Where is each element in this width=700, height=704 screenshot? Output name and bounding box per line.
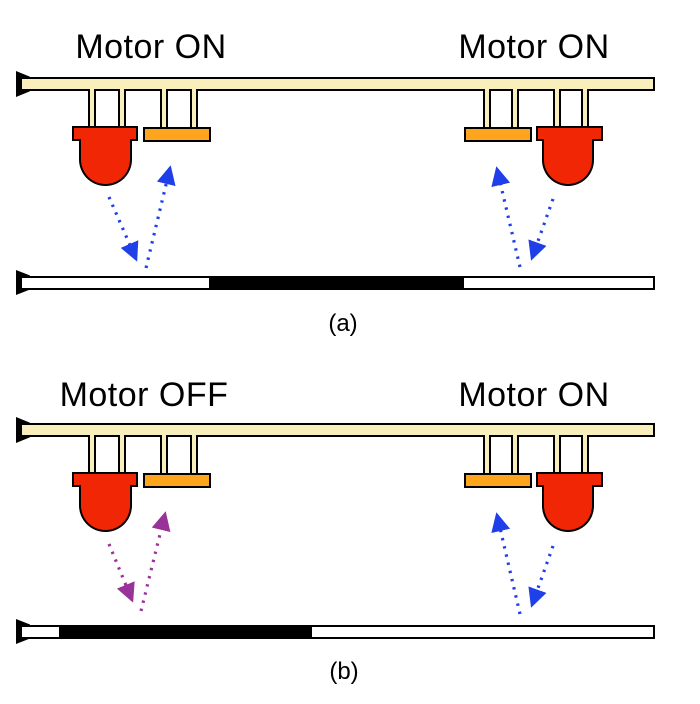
led-pin bbox=[553, 435, 561, 475]
motor-state-label-a-left: Motor ON bbox=[75, 28, 227, 66]
track-black-line bbox=[59, 625, 312, 639]
sensor-pin bbox=[483, 435, 491, 475]
led-pin bbox=[581, 435, 589, 475]
led-dome-icon bbox=[79, 139, 132, 186]
sensor-pin bbox=[190, 435, 198, 475]
sensor-pin bbox=[483, 89, 491, 129]
led-dome-icon bbox=[542, 139, 594, 186]
sensor-pin bbox=[511, 435, 519, 475]
motor-state-label-a-right: Motor ON bbox=[458, 28, 610, 66]
sensor-pin bbox=[160, 89, 168, 129]
photosensor-icon bbox=[143, 473, 211, 488]
led-pin bbox=[581, 89, 589, 129]
panel-caption-b: (b) bbox=[329, 658, 359, 685]
emitted-ray-arrow-icon bbox=[528, 545, 555, 608]
track-black-line bbox=[209, 276, 464, 290]
panel-caption-a: (a) bbox=[328, 310, 358, 337]
emitted-ray-arrow-icon bbox=[107, 543, 135, 603]
photosensor-icon bbox=[464, 473, 532, 488]
sensor-pin bbox=[511, 89, 519, 129]
led-pin bbox=[553, 89, 561, 129]
photosensor-icon bbox=[143, 127, 211, 142]
photosensor-icon bbox=[464, 127, 532, 142]
led-pin bbox=[118, 89, 126, 129]
sensor-pin bbox=[190, 89, 198, 129]
reflected-ray-arrow-icon bbox=[491, 512, 522, 615]
emitted-ray-arrow-icon bbox=[107, 196, 139, 262]
led-pin bbox=[118, 435, 126, 475]
sensor-pin bbox=[160, 435, 168, 475]
reflected-ray-arrow-icon bbox=[144, 165, 176, 269]
emitted-ray-arrow-icon bbox=[528, 198, 555, 261]
led-pin bbox=[88, 435, 96, 475]
led-pin bbox=[88, 89, 96, 129]
circuit-board bbox=[20, 77, 655, 91]
reflected-ray-arrow-icon bbox=[139, 511, 171, 612]
motor-state-label-b-left: Motor OFF bbox=[59, 376, 229, 414]
reflected-ray-arrow-icon bbox=[491, 166, 522, 268]
led-dome-icon bbox=[79, 485, 132, 532]
circuit-board bbox=[20, 423, 655, 437]
led-dome-icon bbox=[542, 485, 594, 532]
motor-state-label-b-right: Motor ON bbox=[458, 376, 610, 414]
